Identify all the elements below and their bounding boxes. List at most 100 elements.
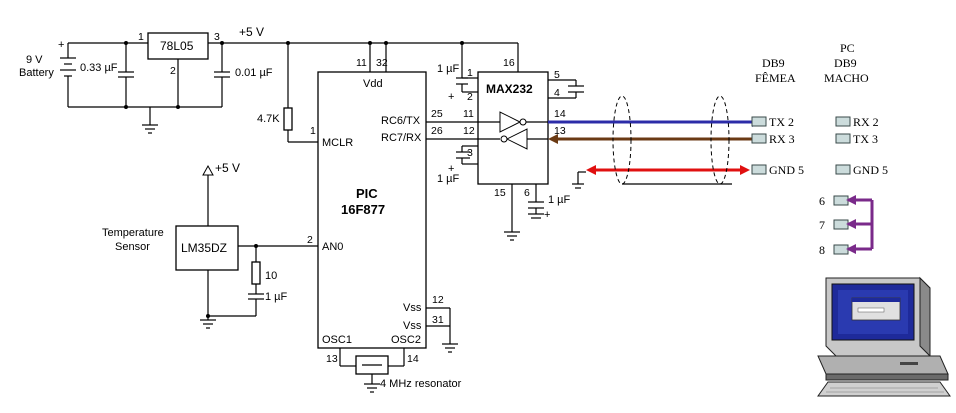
svg-text:25: 25 bbox=[431, 108, 443, 120]
svg-text:78L05: 78L05 bbox=[160, 39, 194, 53]
battery-label: Battery bbox=[19, 67, 54, 79]
svg-text:MCLR: MCLR bbox=[322, 137, 353, 149]
svg-text:16F877: 16F877 bbox=[341, 202, 385, 217]
svg-text:3: 3 bbox=[467, 147, 473, 159]
svg-text:AN0: AN0 bbox=[322, 241, 343, 253]
serial-cable bbox=[548, 95, 762, 189]
svg-text:GND 5: GND 5 bbox=[769, 163, 804, 177]
svg-text:6: 6 bbox=[819, 194, 825, 208]
svg-text:7: 7 bbox=[819, 218, 825, 232]
svg-text:2: 2 bbox=[170, 65, 176, 77]
db9-female: DB9 FÊMEA TX 2 RX 3 GND 5 bbox=[751, 56, 804, 177]
svg-text:15: 15 bbox=[494, 187, 506, 199]
rx-arrow bbox=[548, 134, 558, 144]
svg-text:12: 12 bbox=[463, 125, 475, 137]
svg-text:1 µF: 1 µF bbox=[437, 173, 460, 185]
max232-body bbox=[477, 71, 549, 185]
svg-text:+: + bbox=[58, 39, 64, 51]
svg-text:PIC: PIC bbox=[356, 186, 378, 201]
svg-text:16: 16 bbox=[503, 57, 515, 69]
svg-text:TX 3: TX 3 bbox=[853, 132, 878, 146]
svg-text:1: 1 bbox=[310, 125, 316, 137]
svg-text:PC: PC bbox=[840, 41, 855, 55]
svg-text:DB9: DB9 bbox=[762, 56, 785, 70]
db9f-pin-rx bbox=[751, 133, 767, 144]
gnd-arrow-left bbox=[586, 165, 596, 175]
svg-text:OSC1: OSC1 bbox=[322, 334, 352, 346]
svg-text:1: 1 bbox=[138, 31, 144, 43]
cap-in-label: 0.33 µF bbox=[80, 62, 118, 74]
resonator-label: 4 MHz resonator bbox=[380, 378, 462, 390]
db9m-pin-tx bbox=[835, 133, 851, 144]
svg-text:MAX232: MAX232 bbox=[486, 82, 533, 96]
svg-text:3: 3 bbox=[214, 31, 220, 43]
svg-text:2: 2 bbox=[307, 234, 313, 246]
db9f-pin-tx bbox=[751, 116, 767, 127]
temperature-sensor: Temperature Sensor +5 V LM35DZ 10 1 µF bbox=[102, 161, 318, 329]
svg-text:OSC2: OSC2 bbox=[391, 334, 421, 346]
svg-text:6: 6 bbox=[524, 187, 530, 199]
loopback-wires bbox=[846, 195, 874, 254]
svg-text:8: 8 bbox=[819, 243, 825, 257]
svg-text:2: 2 bbox=[467, 91, 473, 103]
power-supply: + 9 V Battery 0.33 µF 78L05 1 3 2 +5 V bbox=[19, 25, 518, 134]
svg-text:31: 31 bbox=[432, 314, 444, 326]
svg-text:Temperature: Temperature bbox=[102, 227, 164, 239]
db9m-pin-gnd bbox=[835, 164, 851, 175]
vdd-label: Vdd bbox=[363, 78, 383, 90]
pic-body bbox=[317, 71, 427, 349]
svg-text:LM35DZ: LM35DZ bbox=[181, 241, 227, 255]
svg-text:RC6/TX: RC6/TX bbox=[381, 115, 421, 127]
svg-text:11: 11 bbox=[463, 108, 474, 120]
svg-text:14: 14 bbox=[554, 108, 566, 120]
db9m-pin-6 bbox=[833, 195, 849, 206]
svg-text:+: + bbox=[448, 91, 454, 103]
svg-text:GND 5: GND 5 bbox=[853, 163, 888, 177]
svg-text:4: 4 bbox=[554, 87, 560, 99]
svg-text:12: 12 bbox=[432, 294, 444, 306]
svg-text:FÊMEA: FÊMEA bbox=[755, 71, 796, 85]
svg-text:RX 2: RX 2 bbox=[853, 115, 879, 129]
svg-text:32: 32 bbox=[376, 57, 388, 69]
db9m-pin-8 bbox=[833, 244, 849, 255]
svg-text:+: + bbox=[448, 163, 454, 175]
pic-16f877: 11 32 Vdd 4.7K 1 MCLR PIC 16F877 RC6/TX … bbox=[257, 41, 462, 393]
resistor-10 bbox=[251, 261, 261, 285]
db9m-pin-7 bbox=[833, 219, 849, 230]
svg-text:10: 10 bbox=[265, 270, 277, 282]
svg-text:1 µF: 1 µF bbox=[437, 63, 460, 75]
svg-text:RC7/RX: RC7/RX bbox=[381, 132, 422, 144]
svg-text:1 µF: 1 µF bbox=[265, 291, 288, 303]
svg-text:1 µF: 1 µF bbox=[548, 194, 571, 206]
svg-text:Vss: Vss bbox=[403, 302, 422, 314]
svg-text:13: 13 bbox=[554, 125, 566, 137]
max232: MAX232 16 1 2 1 µF + 5 4 3 1 µF + bbox=[426, 41, 584, 241]
svg-text:Sensor: Sensor bbox=[115, 241, 150, 253]
computer-icon bbox=[817, 276, 951, 397]
db9f-pin-gnd bbox=[751, 164, 767, 175]
svg-text:26: 26 bbox=[431, 125, 443, 137]
svg-text:TX 2: TX 2 bbox=[769, 115, 794, 129]
cap-out-label: 0.01 µF bbox=[235, 67, 273, 79]
svg-text:1: 1 bbox=[467, 67, 473, 79]
svg-text:+: + bbox=[544, 209, 550, 221]
svg-text:5: 5 bbox=[554, 69, 560, 81]
db9-male: PC DB9 MACHO RX 2 TX 3 GND 5 6 7 8 bbox=[819, 41, 888, 257]
svg-text:Vss: Vss bbox=[403, 320, 422, 332]
rail-label: +5 V bbox=[239, 25, 264, 39]
svg-text:+5 V: +5 V bbox=[215, 161, 240, 175]
gnd-arrow-right bbox=[740, 165, 750, 175]
svg-text:11: 11 bbox=[356, 57, 367, 69]
svg-text:4.7K: 4.7K bbox=[257, 113, 280, 125]
lm35dz bbox=[175, 225, 239, 271]
battery-voltage: 9 V bbox=[26, 54, 43, 66]
svg-text:MACHO: MACHO bbox=[824, 71, 869, 85]
svg-text:RX 3: RX 3 bbox=[769, 132, 795, 146]
svg-text:DB9: DB9 bbox=[834, 56, 857, 70]
svg-text:13: 13 bbox=[326, 353, 338, 365]
cable-shield-right bbox=[710, 95, 730, 185]
pullup-resistor bbox=[283, 107, 293, 131]
svg-text:14: 14 bbox=[407, 353, 419, 365]
db9m-pin-rx bbox=[835, 116, 851, 127]
